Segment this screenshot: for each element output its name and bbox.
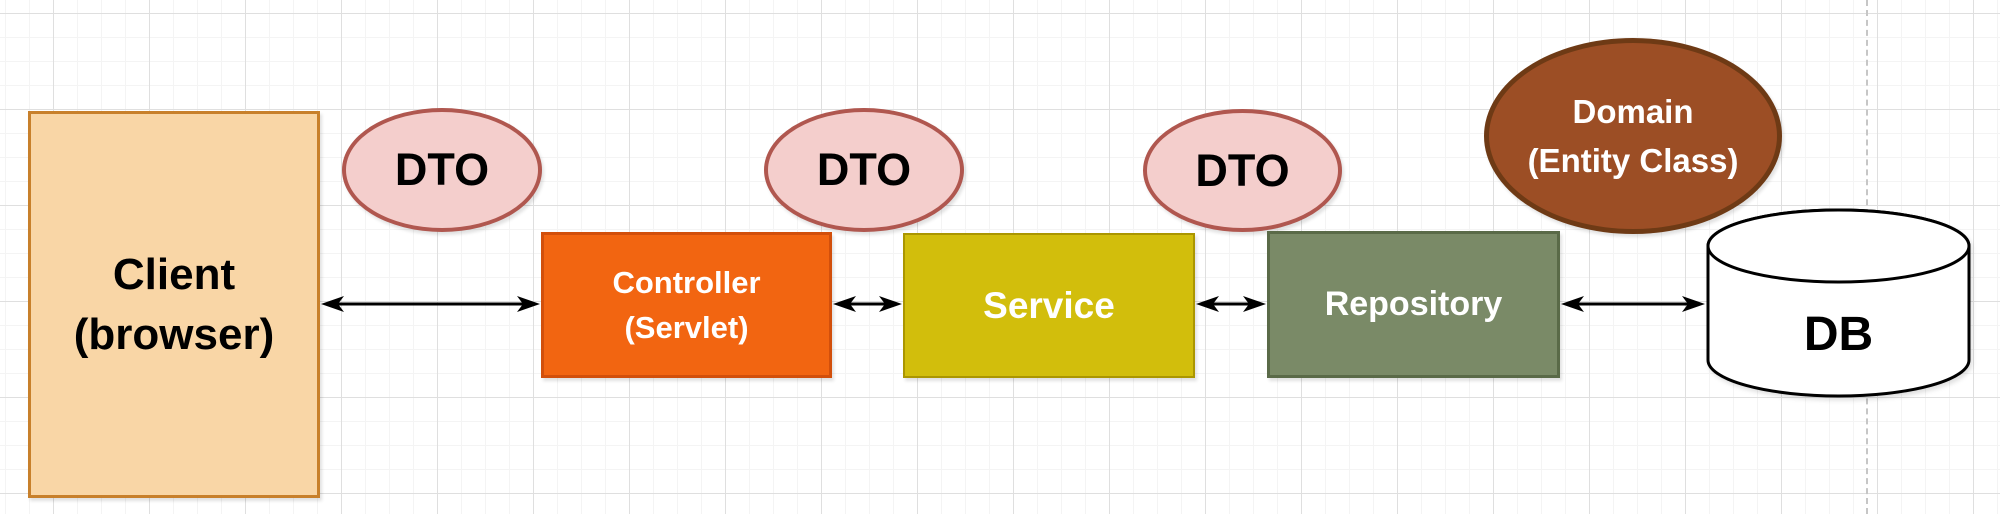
arrowhead-right-icon [879, 296, 902, 312]
arrowhead-left-icon [833, 296, 856, 312]
node-repository[interactable]: Repository [1267, 231, 1560, 378]
arrowhead-left-icon [321, 296, 344, 312]
node-db-label: DB [1803, 308, 1874, 361]
connector-controller-service[interactable] [832, 294, 903, 314]
db-cylinder-top-rim [1706, 208, 1971, 284]
node-repository-label: Repository [1324, 285, 1503, 323]
connector-client-controller[interactable] [320, 294, 541, 314]
connector-service-repository[interactable] [1195, 294, 1267, 314]
node-service[interactable]: Service [903, 233, 1195, 378]
node-dto-2-label: DTO [816, 144, 912, 195]
node-dto-3[interactable]: DTO [1143, 109, 1342, 232]
node-dto-2[interactable]: DTO [764, 108, 964, 232]
connector-repository-db[interactable] [1560, 294, 1706, 314]
arrowhead-right-icon [1243, 296, 1266, 312]
node-client-label: Client (browser) [31, 245, 317, 365]
node-client-label-line1: Client [112, 249, 236, 299]
node-domain-label: Domain (Entity Class) [1489, 87, 1777, 185]
arrowhead-right-icon [1682, 296, 1705, 312]
node-service-label: Service [983, 284, 1115, 326]
node-controller-label: Controller (Servlet) [544, 260, 829, 350]
node-controller-label-line1: Controller [612, 265, 761, 300]
node-db[interactable]: DB [1706, 208, 1971, 398]
database-cylinder-icon [1706, 208, 1971, 398]
node-domain-label-line2: (Entity Class) [1527, 142, 1739, 179]
node-dto-1-label: DTO [394, 144, 490, 195]
node-dto-3-label: DTO [1195, 144, 1290, 196]
node-domain-entity-class[interactable]: Domain (Entity Class) [1484, 38, 1782, 234]
arrowhead-left-icon [1561, 296, 1584, 312]
node-controller[interactable]: Controller (Servlet) [541, 232, 832, 378]
node-domain-label-line1: Domain [1572, 93, 1694, 130]
arrowhead-left-icon [1196, 296, 1219, 312]
arrowhead-right-icon [517, 296, 540, 312]
node-client-label-line2: (browser) [73, 309, 275, 359]
node-controller-label-line2: (Servlet) [624, 310, 749, 345]
node-dto-1[interactable]: DTO [342, 108, 542, 232]
node-client[interactable]: Client (browser) [28, 111, 320, 498]
